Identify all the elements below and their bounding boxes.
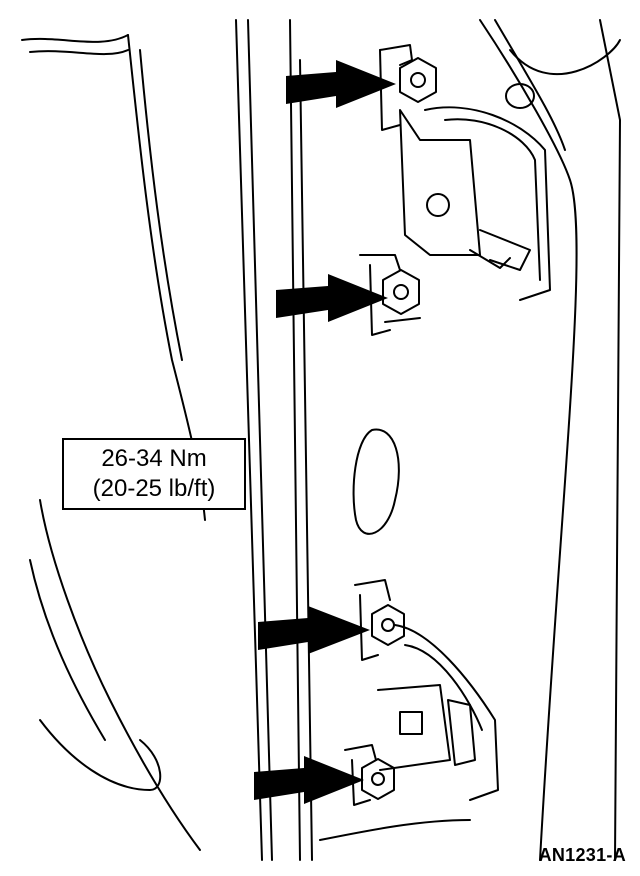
arrow-pointer	[254, 756, 364, 804]
torque-spec-imperial: (20-25 lb/ft)	[92, 475, 216, 502]
hinge-bolt	[371, 604, 405, 646]
arrow-pointer	[286, 60, 396, 108]
pillar-slot	[352, 428, 400, 535]
lower-hinge	[319, 579, 499, 841]
upper-hinge	[359, 44, 551, 336]
torque-spec-metric: 26-34 Nm	[101, 445, 207, 472]
figure-id-label: AN1231-A	[538, 845, 626, 865]
hinge-bolt	[399, 57, 437, 103]
torque-spec-callout: 26-34 Nm (20-25 lb/ft)	[62, 438, 246, 510]
door-panel-outline	[21, 34, 206, 851]
body-pillar	[235, 19, 621, 861]
hinge-bolt	[361, 758, 395, 800]
arrow-pointer	[276, 274, 388, 322]
hinge-bolt	[382, 269, 420, 315]
arrow-pointer	[258, 606, 370, 654]
